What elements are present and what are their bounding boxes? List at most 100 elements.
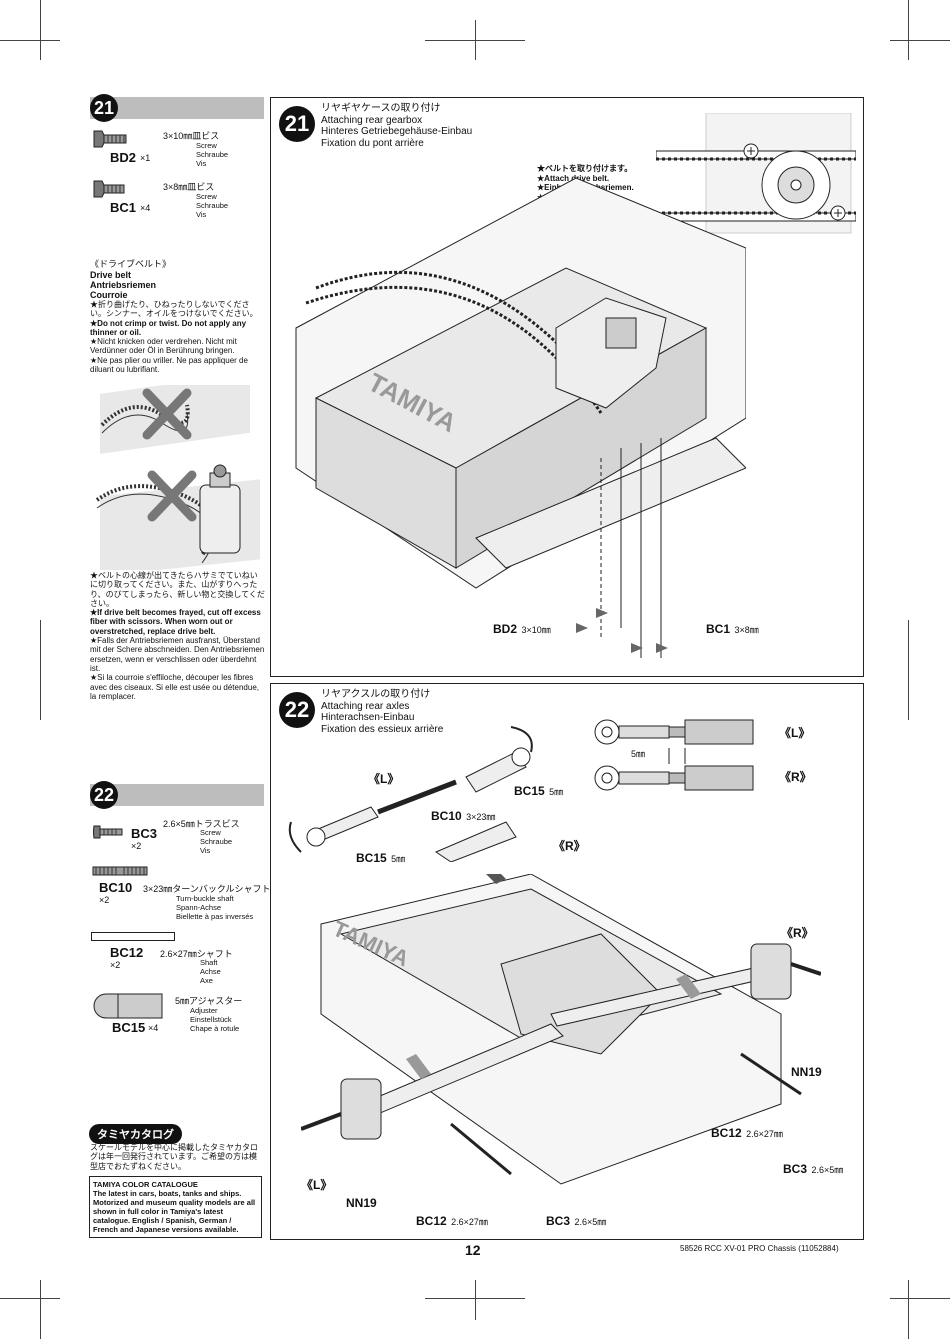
- belt-name-de: Antriebsriemen: [90, 280, 157, 290]
- adjuster-length-diagram: [594, 719, 754, 791]
- fray-de: ★Falls der Antriebsriemen ausfranst, Übe…: [90, 636, 265, 673]
- belt-warning-fr: ★Ne pas plier ou vriller. Ne pas appliqu…: [90, 355, 248, 375]
- doc-code: 58526 RCC XV-01 PRO Chassis (11052884): [680, 1244, 839, 1253]
- callout-bc12-right: BC12 2.6×27㎜: [711, 1124, 783, 1142]
- part-code: BC15: [112, 1020, 146, 1035]
- belt-warning-en: ★Do not crimp or twist. Do not apply any…: [90, 318, 247, 337]
- callout-size: 5㎜: [391, 854, 406, 864]
- callout-code: BD2: [493, 622, 518, 636]
- callout-nn19-right: NN19: [791, 1065, 822, 1079]
- callout-size: 2.6×5㎜: [574, 1217, 607, 1227]
- part-code: BC1: [110, 200, 137, 215]
- part-code: BC10: [99, 880, 133, 895]
- part-name-en: Adjuster: [190, 1006, 218, 1015]
- part-name-en: Screw: [196, 141, 217, 150]
- catalog-box: TAMIYA COLOR CATALOGUE The latest in car…: [89, 1176, 262, 1238]
- part-name-en: Screw: [200, 828, 221, 837]
- fray-en: ★If drive belt becomes frayed, cut off e…: [90, 608, 261, 636]
- part-qty: ×2: [99, 895, 110, 905]
- title-jp: リヤアクスルの取り付け: [321, 689, 431, 700]
- step-bar: [90, 97, 264, 119]
- catalog-box-text: The latest in cars, boats, tanks and shi…: [93, 1189, 256, 1234]
- flat-screw-icon: [93, 130, 127, 148]
- belt-info: 《ドライブベルト》 Drive belt Antriebsriemen Cour…: [90, 257, 265, 374]
- turnbuckle-assembly-illustration: [288, 726, 533, 862]
- part-size: 5㎜アジャスター: [175, 996, 243, 1006]
- title-fr: Fixation du pont arrière: [321, 137, 424, 149]
- part-name-fr: Biellette à pas inversés: [176, 912, 254, 921]
- callout-bc3-bottom: BC3 2.6×5㎜: [546, 1212, 606, 1230]
- five-mm-label: 5㎜: [631, 749, 646, 759]
- fray-info: ★ベルトの心線が出てきたらハサミでていねいに切り取ってください。また、山がすりへ…: [90, 571, 265, 701]
- part-qty: ×4: [140, 203, 151, 213]
- part-name-fr: Axe: [200, 976, 213, 985]
- part-size: 3×23㎜ターンバックルシャフト: [143, 884, 271, 894]
- part-code: BC3: [131, 826, 158, 841]
- r-mark: 《R》: [553, 839, 586, 853]
- part-qty: ×2: [131, 841, 142, 851]
- rear-axle-illustration: TAMIYA: [301, 874, 821, 1185]
- shaft-icon: [91, 932, 175, 941]
- part-size: 2.6×27㎜シャフト: [160, 949, 233, 959]
- crop-mark: [908, 620, 909, 720]
- crop-mark: [890, 40, 950, 41]
- title-fr: Fixation des essieux arrière: [321, 723, 444, 735]
- part-name-de: Achse: [200, 967, 221, 976]
- callout-bc15-a: BC15 5㎜: [514, 782, 563, 800]
- flat-screw-icon: [93, 180, 125, 198]
- callout-bc1: BC1 3×8㎜: [706, 620, 759, 638]
- callout-size: 2.6×27㎜: [451, 1217, 488, 1227]
- note-jp: ★ベルトを取り付けます。: [537, 164, 633, 173]
- crop-mark: [908, 1280, 909, 1339]
- title-de: Hinterachsen-Einbau: [321, 712, 415, 723]
- part-qty: ×1: [140, 153, 151, 163]
- part-code: BC12: [110, 945, 144, 960]
- belt-detail-illustration: [656, 113, 856, 234]
- callout-bc3-right: BC3 2.6×5㎜: [783, 1160, 843, 1178]
- catalog-box-title: TAMIYA COLOR CATALOGUE: [93, 1180, 198, 1189]
- step21-panel: 21 リヤギヤケースの取り付け Attaching rear gearbox H…: [270, 97, 864, 677]
- part-name-de: Schraube: [196, 150, 229, 159]
- part-name-en: Screw: [196, 192, 217, 201]
- part-name-de: Einstellstück: [190, 1015, 232, 1024]
- r-mark: 《R》: [781, 926, 814, 940]
- note-en: ★Attach drive belt.: [537, 173, 610, 183]
- part-name-de: Spann-Achse: [176, 903, 222, 912]
- part-name-fr: Chape à rotule: [190, 1024, 240, 1033]
- step-number: 22: [279, 692, 315, 728]
- crop-mark: [40, 620, 41, 720]
- part-name-en: Turn-buckle shaft: [176, 894, 234, 903]
- callout-code: BC10: [431, 809, 462, 823]
- callout-code: BC12: [416, 1214, 447, 1228]
- turnbuckle-shaft-icon: [92, 866, 148, 876]
- callout-size: 2.6×5㎜: [811, 1165, 844, 1175]
- callout-bc10: BC10 3×23㎜: [431, 807, 495, 825]
- callout-code: BC3: [546, 1214, 571, 1228]
- part-size: 3×10㎜皿ビス: [163, 131, 220, 141]
- callout-code: BC15: [356, 851, 387, 865]
- crop-mark: [40, 0, 41, 60]
- truss-screw-icon: [93, 825, 123, 839]
- part-name-de: Schraube: [196, 201, 229, 210]
- title-jp: リヤギヤケースの取り付け: [321, 103, 441, 114]
- step22-panel: 22 リヤアクスルの取り付け Attaching rear axles Hint…: [270, 683, 864, 1240]
- callout-code: BC15: [514, 784, 545, 798]
- crop-mark: [0, 1298, 60, 1299]
- part-name-fr: Vis: [196, 210, 207, 219]
- part-name-fr: Vis: [200, 846, 211, 855]
- adjuster-icon: [93, 993, 163, 1019]
- part-qty: ×2: [110, 960, 121, 970]
- part-name-de: Schraube: [200, 837, 233, 846]
- part-name-en: Shaft: [200, 958, 218, 967]
- title-de: Hinteres Getriebegehäuse-Einbau: [321, 126, 473, 137]
- callout-size: 2.6×27㎜: [746, 1129, 783, 1139]
- part-name-fr: Vis: [196, 159, 207, 168]
- part-code: BD2: [110, 150, 137, 165]
- l-mark: 《L》: [368, 772, 400, 786]
- belt-warning-de: ★Nicht knicken oder verdrehen. Nicht mit…: [90, 337, 237, 356]
- belt-warning-illustration: [95, 385, 260, 570]
- belt-name-en: Drive belt: [90, 270, 132, 280]
- belt-name-fr: Courroie: [90, 290, 128, 300]
- callout-size: 3×8㎜: [734, 625, 759, 635]
- fray-jp: ★ベルトの心線が出てきたらハサミでていねいに切り取ってください。また、山がすりへ…: [90, 571, 265, 608]
